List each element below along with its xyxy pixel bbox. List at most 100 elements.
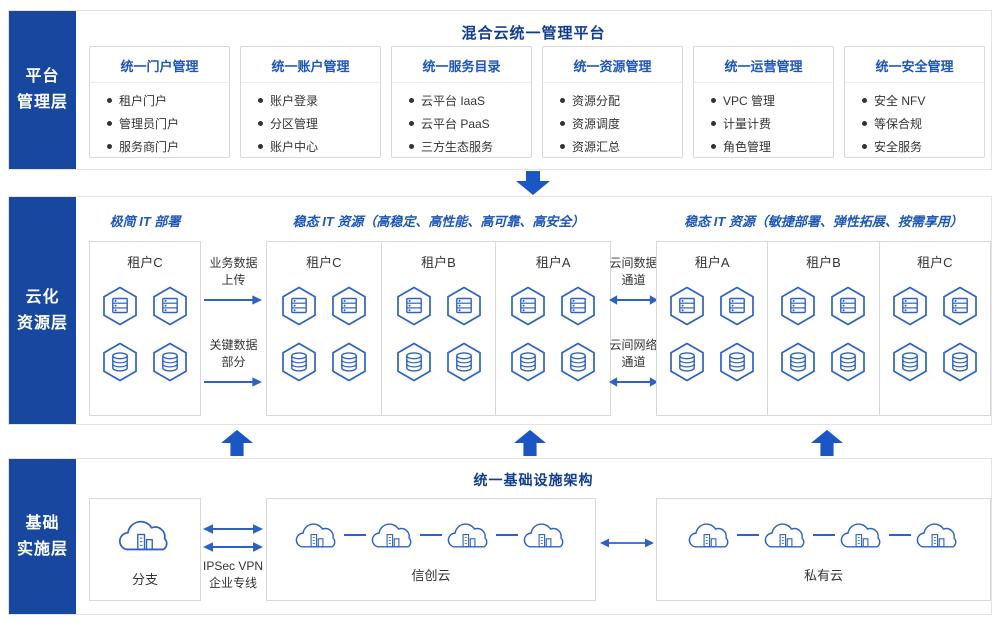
cloud-connector-line [496, 534, 518, 536]
cloud-cluster [290, 515, 572, 555]
cloud-node-icon [442, 515, 496, 555]
cloud-layer-label: 云化 资源层 [9, 197, 76, 424]
branch-cloud-icon [112, 511, 178, 559]
private-cloud-box: 私有云 [656, 498, 991, 601]
xinchuang-label: 信创云 [411, 568, 451, 583]
module-item: 安全 NFV [862, 90, 984, 113]
tenant-title: 租户A [694, 255, 730, 270]
cloud-connector-line [888, 534, 911, 536]
server-node-icon [446, 286, 482, 326]
tenant-icons [102, 286, 188, 382]
tenant-cell: 租户C [267, 242, 381, 415]
tenant-title: 租户C [917, 255, 953, 270]
layer-label-line: 平台 [25, 68, 60, 85]
module-item: 计量计费 [711, 113, 833, 136]
layer-label-line: 基础 [25, 514, 60, 532]
tenant-title: 租户B [421, 255, 456, 270]
module-item: 账户中心 [258, 136, 380, 159]
arrow-both-icon [609, 376, 658, 388]
tenant-title: 租户B [806, 255, 841, 270]
module-item: 账户登录 [258, 90, 380, 113]
module-box-operation: 统一运营管理 VPC 管理 计量计费 角色管理 [693, 46, 834, 158]
infrastructure-layer: 基础 实施层 统一基础设施架构 分支 IPSec VPN 企业专线 [8, 458, 992, 615]
infra-layer-label: 基础 实施层 [9, 459, 76, 614]
arrow-down-icon [516, 171, 550, 195]
header-steady-it: 稳态 IT 资源（高稳定、高性能、高可靠、高安全） [292, 214, 585, 229]
server-node-icon [830, 286, 866, 326]
module-items: 资源分配 资源调度 资源汇总 [543, 90, 682, 159]
tenant-icons [510, 286, 596, 382]
cloud-node-icon [518, 515, 572, 555]
tenant-icons [892, 286, 978, 382]
module-item: 资源分配 [560, 90, 682, 113]
platform-layer: 平台 管理层 混合云统一管理平台 统一门户管理 租户门户 管理员门户 服务商门户… [8, 10, 992, 170]
server-node-icon [152, 286, 188, 326]
steady-tenant-group: 租户C 租户B 租户A [266, 241, 611, 416]
vpn-label: IPSec VPN 企业专线 [202, 559, 264, 590]
arrow-up-icon [514, 429, 546, 457]
module-box-service-catalog: 统一服务目录 云平台 IaaS 云平台 PaaS 三方生态服务 [391, 46, 532, 158]
module-items: 租户门户 管理员门户 服务商门户 [90, 90, 229, 159]
arrow-both-icon [609, 294, 658, 306]
server-node-icon [331, 286, 367, 326]
server-node-icon [396, 286, 432, 326]
platform-layer-label: 平台 管理层 [9, 11, 76, 169]
cloud-cluster [683, 515, 965, 555]
server-node-icon [669, 286, 705, 326]
module-item: 分区管理 [258, 113, 380, 136]
module-item: 三方生态服务 [409, 136, 531, 159]
module-item: 资源汇总 [560, 136, 682, 159]
module-title: 统一账户管理 [241, 47, 380, 83]
module-items: 账户登录 分区管理 账户中心 [241, 90, 380, 159]
arrow-both-icon [203, 523, 263, 535]
arrow-right-icon [204, 376, 262, 388]
server-node-icon [780, 286, 816, 326]
database-node-icon [560, 342, 596, 382]
module-item: 租户门户 [107, 90, 229, 113]
tenant-icons [669, 286, 755, 382]
private-cloud-label: 私有云 [803, 568, 843, 583]
branch-site-box: 分支 [89, 498, 201, 601]
server-node-icon [510, 286, 546, 326]
module-title: 统一安全管理 [845, 47, 984, 83]
tenant-cell: 租户A [495, 242, 610, 415]
module-title: 统一资源管理 [543, 47, 682, 83]
module-item: 角色管理 [711, 136, 833, 159]
module-item: 云平台 IaaS [409, 90, 531, 113]
database-node-icon [446, 342, 482, 382]
module-box-resource: 统一资源管理 资源分配 资源调度 资源汇总 [542, 46, 683, 158]
tenant-cell: 租户A [657, 242, 767, 415]
server-node-icon [719, 286, 755, 326]
database-node-icon [669, 342, 705, 382]
branch-label: 分支 [131, 572, 158, 587]
module-box-account: 统一账户管理 账户登录 分区管理 账户中心 [240, 46, 381, 158]
module-title: 统一门户管理 [90, 47, 229, 83]
module-item: 云平台 PaaS [409, 113, 531, 136]
cloud-node-icon [290, 515, 344, 555]
module-title: 统一运营管理 [694, 47, 833, 83]
tenant-box-left: 租户C [89, 241, 201, 416]
module-items: VPC 管理 计量计费 角色管理 [694, 90, 833, 159]
layer-label-line: 云化 [25, 288, 60, 306]
server-node-icon [942, 286, 978, 326]
tenant-icons [780, 286, 866, 382]
flow-label-business-data: 业务数据 上传 [209, 256, 258, 287]
cloud-node-icon [366, 515, 420, 555]
layer-label-line: 资源层 [16, 314, 68, 332]
flow-label-key-data: 关键数据 部分 [209, 338, 258, 369]
module-box-security: 统一安全管理 安全 NFV 等保合规 安全服务 [844, 46, 985, 158]
module-title: 统一服务目录 [392, 47, 531, 83]
header-minimal-it: 极简 IT 部署 [109, 214, 181, 229]
server-node-icon [892, 286, 928, 326]
cloud-connector-line [812, 534, 835, 536]
server-node-icon [281, 286, 317, 326]
tenant-title: 租户C [306, 255, 342, 270]
tenant-cell: 租户B [767, 242, 878, 415]
database-node-icon [719, 342, 755, 382]
tenant-title: 租户A [535, 255, 571, 270]
module-items: 安全 NFV 等保合规 安全服务 [845, 90, 984, 159]
database-node-icon [780, 342, 816, 382]
header-agile-it: 稳态 IT 资源（敏捷部署、弹性拓展、按需享用） [684, 214, 963, 229]
cloud-connector-line [736, 534, 759, 536]
infra-title: 统一基础设施架构 [473, 472, 594, 488]
